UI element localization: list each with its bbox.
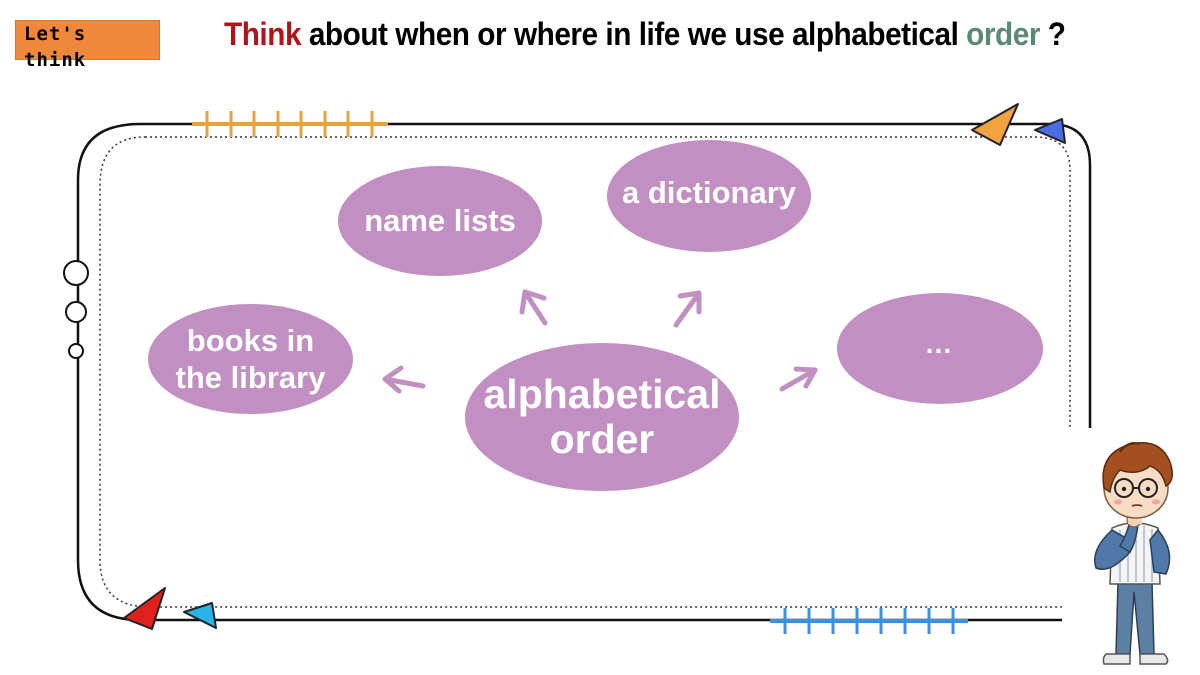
bubble-books-in-library: books in the library	[148, 304, 353, 414]
bubble-name-lists: name lists	[338, 166, 542, 276]
triangle-cyan	[183, 602, 217, 629]
title-think: Think	[224, 16, 302, 52]
bubble-dictionary: a dictionary	[607, 140, 811, 252]
bubble-center-alphabetical-order: alphabetical order	[465, 343, 739, 491]
title-question-mark: ?	[1039, 16, 1066, 52]
page-title: Think about when or where in life we use…	[224, 16, 1066, 53]
arrow-to-name-lists	[519, 289, 548, 326]
bubble-books-line1: books in	[186, 322, 315, 358]
ruler-top	[192, 111, 388, 137]
bubble-name-lists-label: name lists	[364, 203, 516, 239]
center-line2: order	[549, 416, 655, 462]
ring-medium	[65, 301, 87, 323]
arrow-to-more	[779, 366, 818, 392]
frame-outer-border	[76, 122, 1092, 622]
bubble-more: …	[837, 293, 1043, 404]
ring-small	[68, 343, 84, 359]
title-alphabetical: alphabetical	[791, 16, 967, 52]
frame-inner-dotted-border	[99, 136, 1071, 608]
bubble-books-line2: the library	[175, 360, 326, 395]
bubble-more-label: …	[924, 327, 956, 359]
arrows	[382, 289, 818, 394]
arrow-to-books	[382, 365, 426, 394]
triangle-blue-top	[1034, 118, 1066, 144]
bubble-dictionary-label: a dictionary	[622, 175, 796, 211]
ruler-bottom	[770, 608, 968, 634]
triangle-orange	[971, 103, 1019, 146]
ring-large	[63, 260, 89, 286]
lets-think-badge: Let's think	[15, 20, 160, 71]
title-order: order	[966, 16, 1040, 52]
triangle-red	[123, 587, 166, 630]
title-middle: about when or where in life we use	[301, 16, 792, 52]
lets-think-label: Let's think	[24, 23, 87, 71]
center-line1: alphabetical	[483, 370, 721, 417]
thinking-boy-illustration	[1094, 442, 1173, 665]
arrow-to-dictionary	[673, 290, 702, 328]
